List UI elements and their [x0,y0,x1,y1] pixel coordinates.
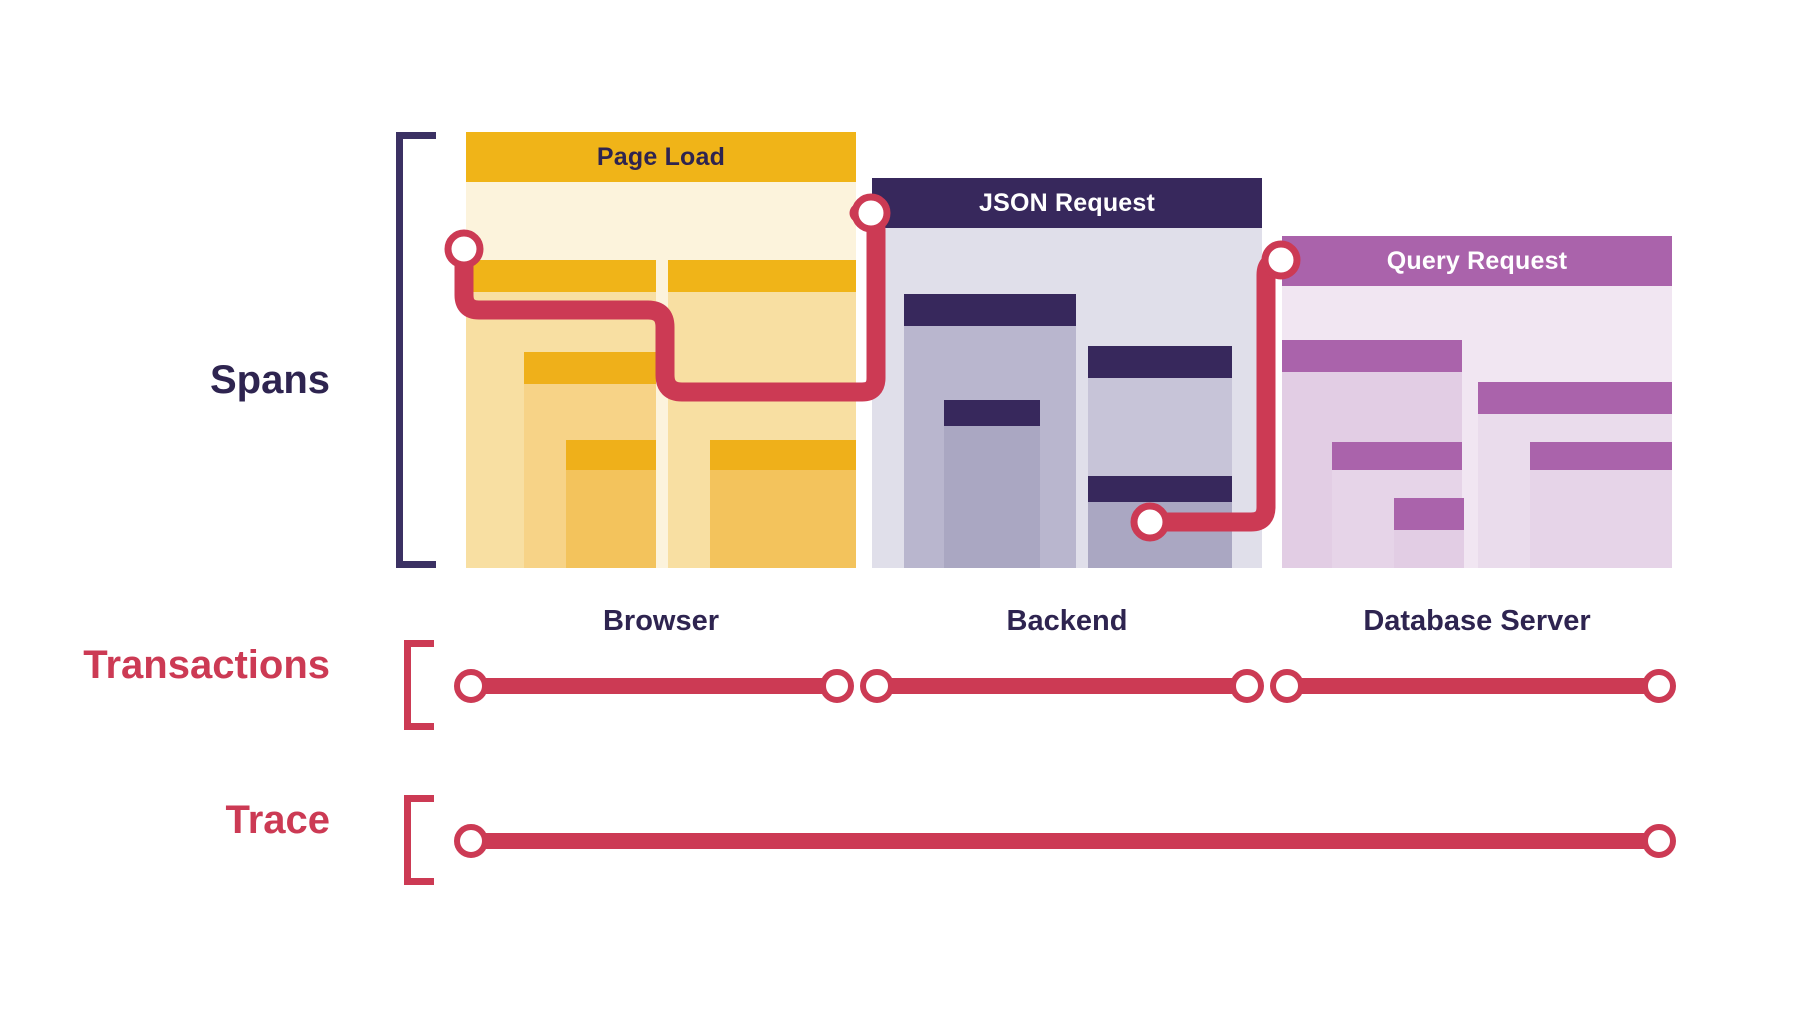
span-head [524,352,656,384]
span-head [1332,442,1462,470]
transaction-segment-database[interactable] [1282,678,1660,694]
span-bar-backend-2[interactable] [944,400,1040,568]
transaction-node-browser-end[interactable] [820,669,854,703]
transaction-node-backend-end[interactable] [1230,669,1264,703]
span-head [1088,476,1232,502]
span-area-database [1282,286,1672,568]
trace-node-start[interactable] [454,824,488,858]
service-caption-browser: Browser [602,605,720,637]
transaction-segment-backend[interactable] [872,678,1248,694]
span-head [944,400,1040,426]
span-head [904,294,1076,326]
row-label-trace: Trace [225,798,330,842]
trace-segment-full[interactable] [466,833,1660,849]
row-label-spans: Spans [209,358,330,402]
spans-bracket [396,132,436,568]
transaction-header-page-load: Page Load [466,132,856,182]
span-area-browser [466,182,856,568]
service-group-database[interactable]: Query Request [1282,236,1672,568]
span-bar-browser-5[interactable] [710,440,856,568]
span-head [466,260,656,292]
span-head [710,440,856,470]
transaction-node-database-start[interactable] [1270,669,1304,703]
span-bar-backend-4[interactable] [1088,476,1232,568]
span-head [1530,442,1672,470]
transaction-node-browser-start[interactable] [454,669,488,703]
span-head [566,440,656,470]
trace-bracket [404,795,434,885]
span-body [944,400,1040,568]
service-caption-backend: Backend [1006,605,1128,637]
service-group-browser[interactable]: Page Load [466,132,856,568]
transaction-header-json-request: JSON Request [872,178,1262,228]
trace-node-end[interactable] [1642,824,1676,858]
transactions-bracket [404,640,434,730]
span-head [1282,340,1462,372]
service-caption-database: Database Server [1363,605,1591,637]
transaction-node-database-end[interactable] [1642,669,1676,703]
span-bar-browser-3[interactable] [566,440,656,568]
span-bar-database-5[interactable] [1530,442,1672,568]
transaction-node-backend-start[interactable] [860,669,894,703]
transaction-header-query-request: Query Request [1282,236,1672,286]
service-group-backend[interactable]: JSON Request [872,178,1262,568]
span-area-backend [872,228,1262,568]
span-head [1478,382,1672,414]
row-label-transactions: Transactions [83,643,330,687]
span-bar-database-3[interactable] [1394,498,1464,568]
span-head [1088,346,1232,378]
span-head [1394,498,1464,530]
transaction-segment-browser[interactable] [466,678,838,694]
span-head [668,260,856,292]
